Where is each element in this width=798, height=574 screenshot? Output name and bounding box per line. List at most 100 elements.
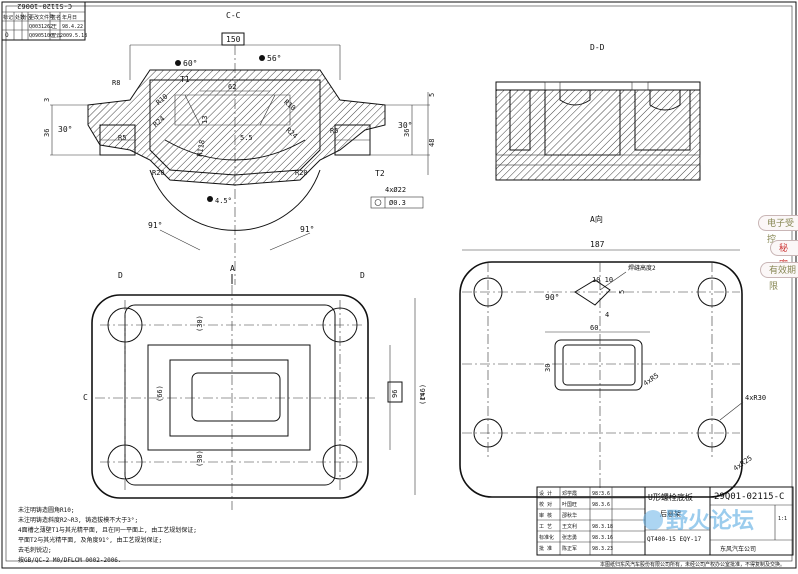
dim-angle-60: 60° (183, 59, 197, 68)
rev-row2-sign: 王云 (51, 33, 61, 39)
dim-angle-45: 4.5° (215, 197, 232, 205)
tb-name-5: 张志勇 (562, 534, 577, 541)
a-slot-inner (562, 344, 636, 386)
tb-date-5: 98.3.16 (592, 535, 613, 541)
title-block: 设 计 邓学霞 98.3.6 校 对 叶国旺 98.3.6 审 核 邵秋华 工 … (536, 486, 794, 568)
label-t2: T2 (375, 169, 385, 178)
dim-5: 5 (428, 93, 436, 97)
tb-copyright: 本图纸归东风汽车股份有限公司所有，未经公司产权办公室批准，不得复制及交换。 (600, 561, 785, 568)
dim-60: 60 (590, 324, 598, 332)
watermark-text: 野火论坛 (666, 508, 754, 534)
dim-30-bottom: (30) (196, 450, 204, 467)
dim-48: 48 (428, 139, 436, 147)
dim-r20-left: R20 (152, 169, 165, 177)
dim-150: 150 (226, 35, 241, 44)
dim-30-slot: 30 (544, 364, 552, 372)
side-tab-e-controlled[interactable]: 电子受控 (758, 215, 798, 245)
section-dd-title: D-D (590, 43, 605, 52)
dim-187: 187 (590, 240, 605, 249)
rev-row1-doc: Q0031262 (29, 24, 53, 30)
tb-name-2: 叶国旺 (562, 501, 577, 508)
pos-tolerance-frame (370, 196, 424, 209)
a-outline (459, 261, 743, 498)
pos-tolerance-value: Ø0.3 (389, 199, 406, 207)
dim-30-top: (30) (196, 315, 204, 332)
tb-date-4: 98.3.18 (592, 524, 613, 530)
a-slot-outer (554, 339, 643, 391)
dim-4xr25: 4xR25 (732, 454, 754, 473)
dim-30-right: 30° (398, 121, 412, 130)
note-1: 未注明铸造圆角R10; (18, 506, 74, 514)
top-outline (91, 294, 369, 499)
dim-146: (146) (419, 384, 427, 405)
tb-role-5: 标准化 (539, 534, 554, 541)
tb-date-1: 98.3.6 (592, 491, 610, 497)
cc-mark-45 (207, 196, 213, 202)
dim-r5-right: R5 (330, 127, 338, 135)
watermark-logo-icon (643, 510, 663, 530)
weld-note: 焊缝高度2 (628, 264, 656, 272)
dim-66: (66) (156, 385, 164, 402)
dim-angle-91-right: 91° (300, 225, 314, 234)
tb-role-2: 校 对 (539, 501, 552, 508)
dim-holes: 4xØ22 (385, 186, 406, 194)
note-2: 未注明铸造斜度R2~R3, 铸造拔模不大于3°; (18, 516, 138, 524)
dim-30-left: 30° (58, 125, 72, 134)
dim-10-10: 10 10 (592, 276, 613, 284)
dim-96-box (387, 381, 403, 403)
dim-96: 96 (391, 390, 399, 398)
cc-mark-60 (175, 60, 181, 66)
section-c-c: C-C 150 60° 56° T1 62 R10 R10 (43, 11, 436, 285)
tb-role-4: 工 艺 (539, 524, 552, 530)
dim-angle-56: 56° (267, 54, 281, 63)
tb-material: QT400-15 EQY-17 (647, 536, 702, 543)
forum-watermark: 野火论坛 (643, 508, 754, 534)
rev-row2-date: 2009.5.18 (60, 33, 87, 39)
rev-header-count: 处数 (15, 14, 25, 21)
rev-row2-mark: O (5, 32, 9, 39)
side-tab-validity[interactable]: 有效期限 (760, 262, 798, 292)
rev-header-zone: 分区 (22, 14, 32, 21)
cut-mark-a: A (230, 264, 235, 273)
cc-section-body (87, 69, 386, 186)
dim-4-weld: 4 (605, 311, 609, 319)
note-3: 4面槽之薄壁T1与其光精平面, 且在同一平面上, 由工艺规划保证; (18, 526, 197, 534)
tb-date-2: 98.3.6 (592, 502, 610, 508)
tb-subtitle: 后悬架 (660, 509, 681, 518)
top-center-boss (147, 344, 311, 451)
dim-angle-90: 90° (545, 293, 559, 302)
dim-13: 13 (201, 116, 209, 124)
a-view-title: A向 (590, 214, 603, 224)
side-tab-secret[interactable]: 秘 密 (770, 240, 798, 270)
dim-r20-right: R20 (295, 169, 308, 177)
dim-150-box (221, 32, 245, 46)
dim-4xr5: 4xR5 (642, 372, 660, 388)
weld-symbol (574, 279, 611, 306)
dim-4xr30: 4xR30 (745, 394, 766, 402)
rev-header-doc: 更改文件号 (29, 14, 54, 21)
dim-angle-91-left: 91° (148, 221, 162, 230)
tb-name-4: 王文利 (562, 523, 577, 530)
tb-name-1: 邓学霞 (562, 490, 577, 497)
rev-row1-sign: 王 (52, 24, 57, 30)
cc-inner-rib (174, 94, 291, 126)
dim-36-right: 36 (403, 129, 411, 137)
revision-doc-no: C-S1120-10062 (17, 2, 72, 10)
cut-mark-c-left: C (83, 393, 88, 402)
tb-role-3: 审 核 (539, 512, 552, 519)
cc-floor-curve (164, 139, 306, 161)
label-t1: T1 (180, 75, 190, 84)
tb-role-1: 设 计 (539, 490, 552, 497)
note-4: 平面T2与其光精平面, 及角度91°, 由工艺规划保证; (18, 536, 162, 544)
cut-mark-c-right: C (420, 393, 425, 402)
cut-mark-d-left: D (118, 271, 123, 280)
cc-pocket (149, 79, 321, 176)
rev-header-date: 年月日 (62, 14, 77, 21)
tb-date-6: 98.3.23 (592, 546, 613, 552)
rev-header-mark: 标记 (3, 14, 13, 21)
dd-section-body (495, 89, 701, 181)
note-6: 按GB/QC-2 M0/DFLCM 0002-2006. (18, 556, 122, 564)
